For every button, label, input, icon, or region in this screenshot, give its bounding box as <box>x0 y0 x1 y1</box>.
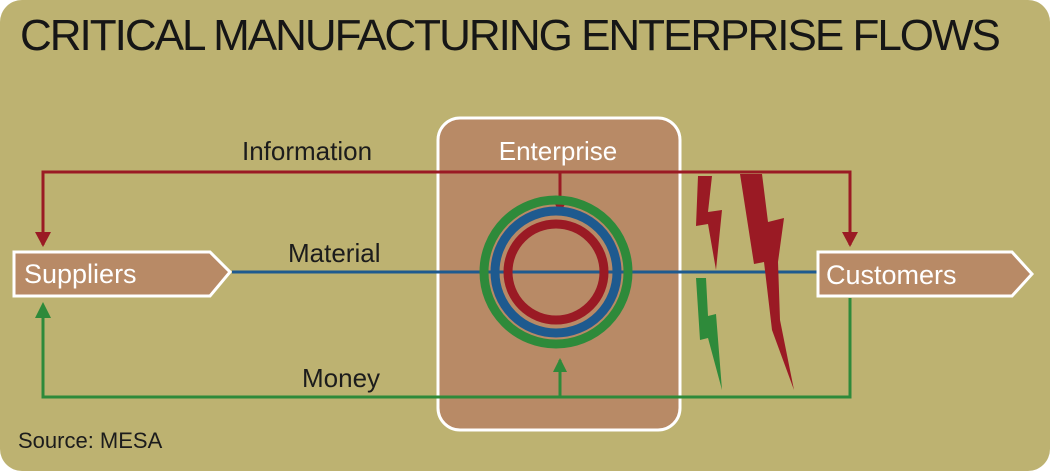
information-arrow-suppliers <box>35 232 51 247</box>
information-flow-line <box>41 170 852 245</box>
information-arrow-customers <box>842 232 858 247</box>
suppliers-node <box>12 250 233 298</box>
lightning-bolt-green <box>696 278 722 390</box>
material-ring <box>490 206 622 338</box>
money-flow-line <box>41 298 852 399</box>
diagram-title: CRITICAL MANUFACTURING ENTERPRISE FLOWS <box>20 11 1001 60</box>
money-arrow-enterprise <box>553 358 567 372</box>
information-ring <box>503 219 609 325</box>
enterprise-label: Enterprise <box>499 136 618 166</box>
lightning-bolt-red-large <box>740 174 794 390</box>
material-label: Material <box>288 238 380 268</box>
money-label: Money <box>302 363 380 393</box>
enterprise-box <box>436 116 682 432</box>
suppliers-label: Suppliers <box>24 259 137 289</box>
money-ring <box>479 195 633 349</box>
lightning-bolt-red-small <box>696 176 722 270</box>
customers-label: Customers <box>826 260 957 290</box>
money-arrow-suppliers <box>35 302 51 318</box>
source-note: Source: MESA <box>18 428 163 453</box>
information-label: Information <box>242 136 372 166</box>
customers-node <box>816 250 1035 298</box>
